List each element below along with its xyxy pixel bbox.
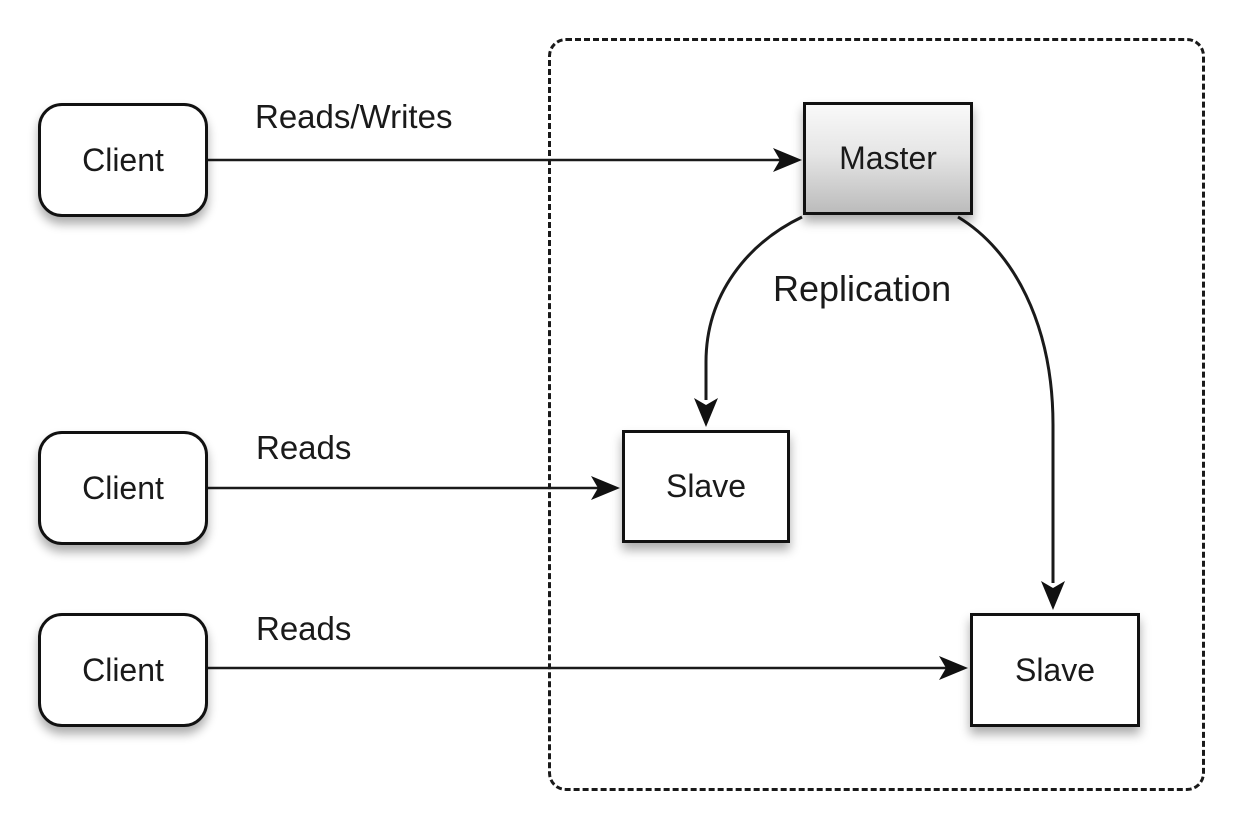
node-master-label: Master	[839, 140, 937, 176]
node-slave-1: Slave	[622, 430, 790, 543]
node-client-1-label: Client	[82, 141, 164, 178]
node-client-2-label: Client	[82, 469, 164, 506]
edge-label-replication: Replication	[773, 268, 952, 309]
replication-cluster-boundary	[548, 38, 1205, 791]
node-client-2: Client	[38, 431, 208, 545]
node-slave-2-label: Slave	[1014, 651, 1096, 688]
edge-label-reads-writes: Reads/Writes	[255, 98, 453, 135]
node-slave-1-label: Slave	[665, 468, 747, 504]
node-client-1: Client	[38, 103, 208, 217]
edge-label-reads-2: Reads	[256, 610, 352, 647]
node-client-3-label: Client	[82, 651, 164, 688]
node-client-3: Client	[38, 613, 208, 727]
node-master: Master	[803, 102, 973, 215]
edge-label-reads-1: Reads	[256, 429, 352, 466]
node-slave-2: Slave	[970, 613, 1140, 727]
